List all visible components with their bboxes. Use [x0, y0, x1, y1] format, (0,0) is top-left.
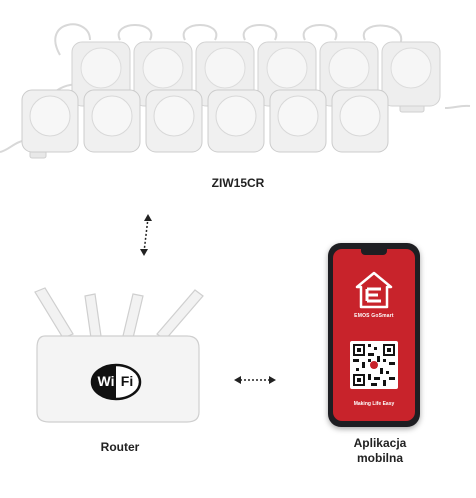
led-light-icon — [145, 89, 203, 153]
led-light-icon — [21, 89, 79, 153]
router-label: Router — [100, 440, 140, 454]
router-icon — [34, 287, 204, 423]
product-model-label: ZIW15CR — [211, 176, 265, 190]
mobile-app-label: Aplikacja mobilna — [330, 436, 430, 466]
led-light-icon — [83, 89, 141, 153]
led-lights-chain-image — [0, 23, 471, 159]
phone-screen: EMOS GoSmart Making Life Easy — [333, 249, 415, 421]
app-brand-text: EMOS GoSmart — [354, 313, 394, 319]
double-arrow-icon — [234, 376, 276, 384]
double-arrow-icon — [140, 214, 152, 256]
mobile-app-label-line1: Aplikacja — [353, 436, 407, 450]
led-light-icon — [207, 89, 265, 153]
led-light-icon — [331, 89, 389, 153]
mobile-app-label-line2: mobilna — [356, 451, 403, 465]
wifi-text-left: Wi — [97, 373, 115, 389]
smartphone-icon: EMOS GoSmart Making Life Easy — [328, 243, 420, 427]
led-light-icon — [381, 41, 441, 107]
wifi-badge-icon — [90, 363, 142, 401]
emos-logo-icon — [355, 271, 393, 309]
qr-code-icon — [350, 341, 398, 389]
wifi-text-right: Fi — [120, 373, 134, 389]
phone-notch — [361, 249, 387, 255]
app-tagline-text: Making Life Easy — [353, 401, 395, 407]
led-light-icon — [269, 89, 327, 153]
